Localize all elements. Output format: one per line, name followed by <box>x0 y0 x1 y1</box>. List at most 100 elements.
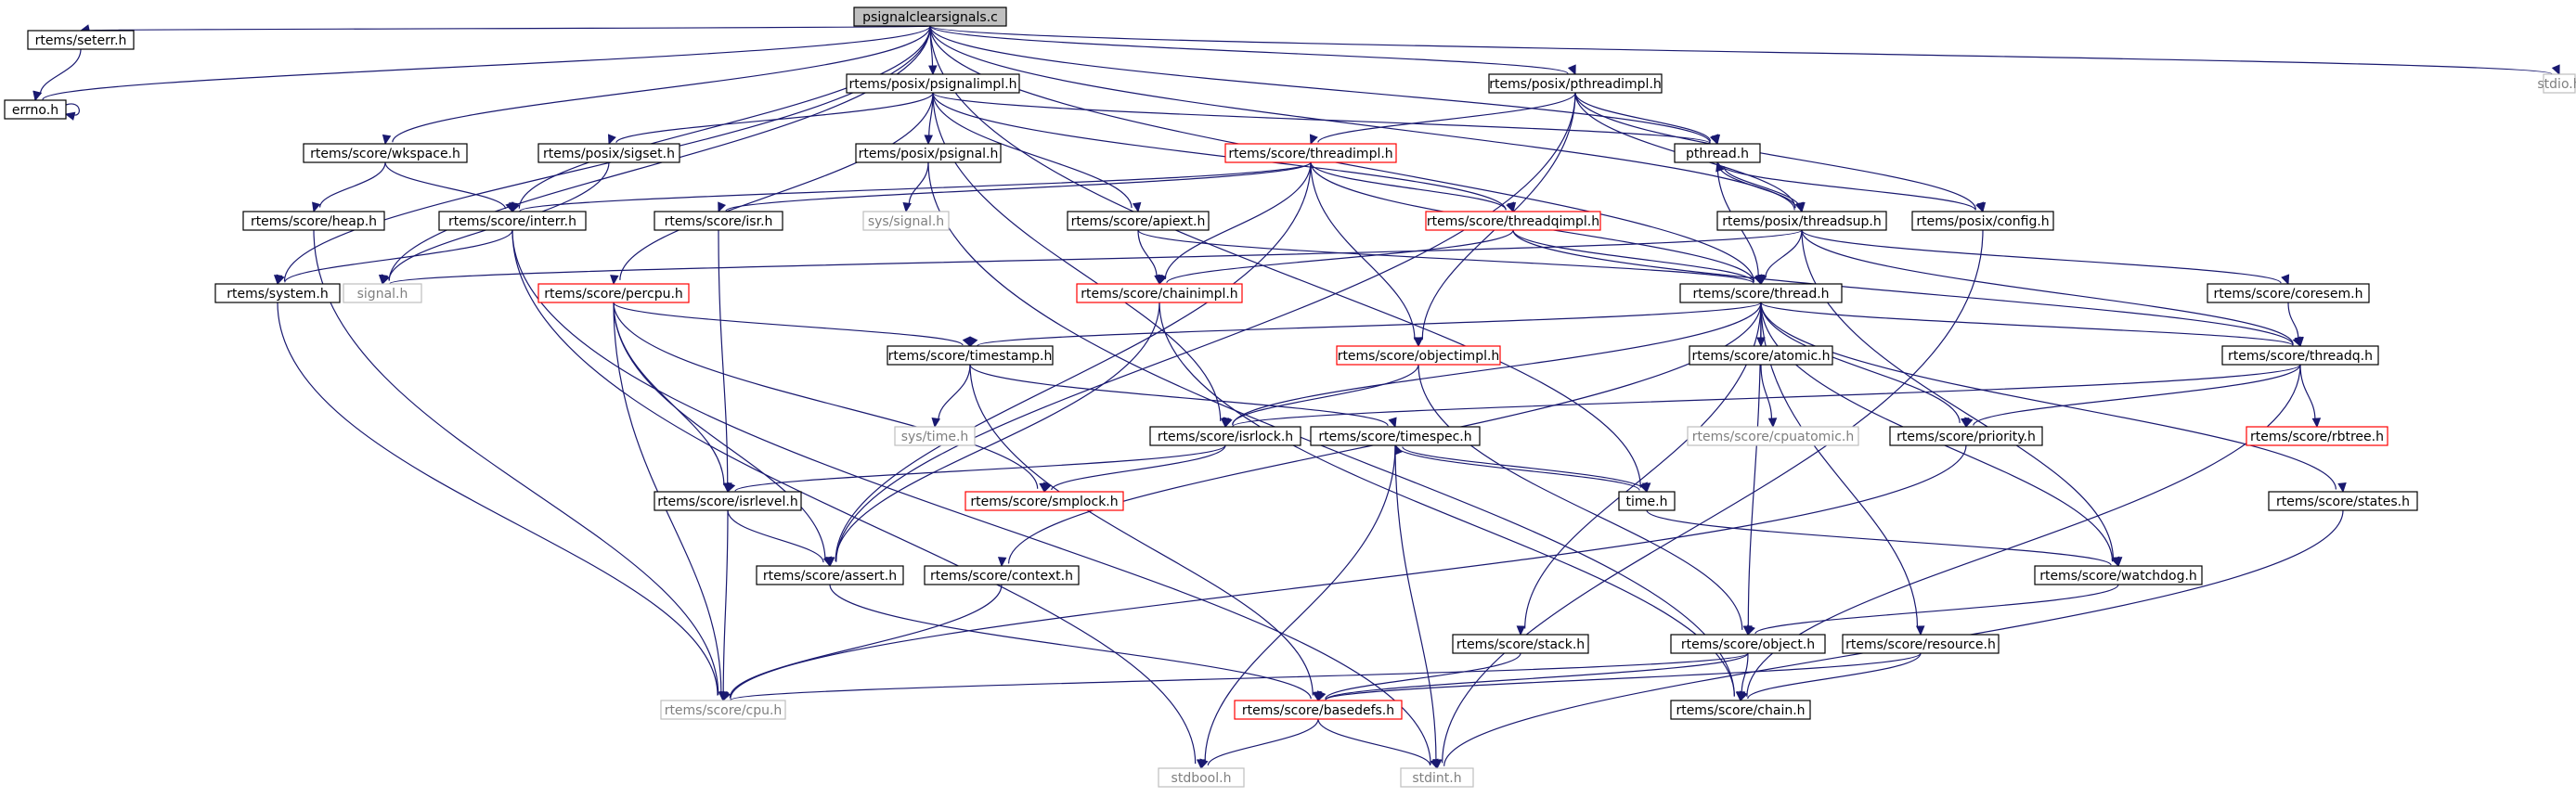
node-pthread[interactable]: pthread.h <box>1674 143 1761 163</box>
edge-priority-to-cpu <box>719 444 1967 702</box>
edge-line <box>722 509 729 694</box>
node-threadq[interactable]: rtems/score/threadq.h <box>2221 345 2379 366</box>
node-stdbool[interactable]: stdbool.h <box>1158 767 1245 788</box>
node-priority[interactable]: rtems/score/priority.h <box>1889 426 2043 446</box>
node-stdint[interactable]: stdint.h <box>1400 767 1474 788</box>
node-systime[interactable]: sys/time.h <box>894 426 976 446</box>
arrowhead <box>1430 758 1439 770</box>
node-psignal[interactable]: rtems/posix/psignal.h <box>855 143 1002 163</box>
node-sigset[interactable]: rtems/posix/sigset.h <box>537 143 680 163</box>
edge-line <box>613 302 1039 489</box>
node-errno[interactable]: errno.h <box>4 99 67 120</box>
node-config[interactable]: rtems/posix/config.h <box>1911 211 2054 231</box>
node-objectimpl[interactable]: rtems/score/objectimpl.h <box>1336 345 1501 366</box>
node-signal[interactable]: signal.h <box>343 283 422 303</box>
node-timestamp[interactable]: rtems/score/timestamp.h <box>887 345 1054 366</box>
edge-line <box>1760 302 2337 490</box>
node-box <box>654 491 802 511</box>
edge-line <box>1512 229 1754 283</box>
node-isrlock[interactable]: rtems/score/isrlock.h <box>1149 426 1301 446</box>
node-box <box>1889 426 2043 446</box>
edge-basedefs-to-stdint <box>1317 718 1439 770</box>
node-atomic[interactable]: rtems/score/atomic.h <box>1689 345 1833 366</box>
node-isrlevel[interactable]: rtems/score/isrlevel.h <box>654 491 802 511</box>
node-box <box>853 6 1007 27</box>
edge-line <box>313 229 719 695</box>
node-label: rtems/score/wkspace.h <box>310 147 460 161</box>
arrowhead <box>1964 417 1974 429</box>
node-isr[interactable]: rtems/score/isr.h <box>654 211 783 231</box>
node-percpu[interactable]: rtems/score/percpu.h <box>537 283 690 303</box>
node-chainimpl[interactable]: rtems/score/chainimpl.h <box>1076 283 1243 303</box>
node-label: rtems/score/threadqimpl.h <box>1427 214 1599 229</box>
node-pthreadimpl[interactable]: rtems/posix/pthreadimpl.h <box>1488 73 1663 94</box>
node-assert[interactable]: rtems/score/assert.h <box>756 565 904 585</box>
arrowhead <box>381 274 390 286</box>
node-root[interactable]: psignalclearsignals.c <box>853 6 1007 27</box>
node-stack[interactable]: rtems/score/stack.h <box>1452 634 1589 654</box>
edge-line <box>1317 92 1576 144</box>
edge-threadqimpl-to-chainimpl <box>1158 229 1514 286</box>
node-time[interactable]: time.h <box>1618 491 1676 511</box>
node-basedefs[interactable]: rtems/score/basedefs.h <box>1234 700 1403 720</box>
arrowhead <box>1132 201 1142 213</box>
node-apiext[interactable]: rtems/score/apiext.h <box>1067 211 1210 231</box>
edge-basedefs-to-stdbool <box>1199 718 1319 770</box>
edge-line <box>725 161 1312 212</box>
edge-line <box>835 302 1160 562</box>
arrowhead <box>931 417 940 429</box>
node-context[interactable]: rtems/score/context.h <box>924 565 1080 585</box>
edge-timestamp-to-basedefs <box>969 364 1323 702</box>
node-label: rtems/score/chainimpl.h <box>1081 287 1237 302</box>
node-stdio[interactable]: stdio.h <box>2537 73 2576 94</box>
node-coresem[interactable]: rtems/score/coresem.h <box>2207 283 2370 303</box>
node-label: rtems/posix/psignal.h <box>859 147 999 161</box>
node-box <box>1425 211 1601 231</box>
edge-threadimpl-to-objectimpl <box>1310 161 1423 348</box>
edge-line <box>929 25 1711 143</box>
edge-root-to-pthreadimpl <box>929 25 1576 76</box>
node-threadqimpl[interactable]: rtems/score/threadqimpl.h <box>1425 211 1601 231</box>
node-system[interactable]: rtems/system.h <box>214 283 341 303</box>
node-threadsup[interactable]: rtems/posix/threadsup.h <box>1716 211 1887 231</box>
node-label: rtems/score/heap.h <box>251 214 377 229</box>
node-syssignal[interactable]: sys/signal.h <box>862 211 950 231</box>
node-wkspace[interactable]: rtems/score/wkspace.h <box>303 143 468 163</box>
node-label: rtems/posix/threadsup.h <box>1722 214 1881 229</box>
edge-line <box>1325 652 1521 700</box>
node-cpuatomic[interactable]: rtems/score/cpuatomic.h <box>1687 426 1859 446</box>
node-label: rtems/score/basedefs.h <box>1242 703 1394 718</box>
node-heap[interactable]: rtems/score/heap.h <box>242 211 385 231</box>
edge-objectimpl-to-object <box>1417 364 1753 636</box>
node-smplock[interactable]: rtems/score/smplock.h <box>964 491 1124 511</box>
edge-line <box>1232 302 1762 426</box>
node-seterr[interactable]: rtems/seterr.h <box>27 30 135 50</box>
node-resource[interactable]: rtems/score/resource.h <box>1842 634 2000 654</box>
node-interr[interactable]: rtems/score/interr.h <box>438 211 587 231</box>
arrowhead <box>312 201 321 213</box>
node-timespec[interactable]: rtems/score/timespec.h <box>1310 426 1481 446</box>
arrowhead <box>924 135 934 146</box>
node-label: psignalclearsignals.c <box>862 10 998 25</box>
node-rbtree[interactable]: rtems/score/rbtree.h <box>2246 426 2388 446</box>
node-box <box>1679 283 1843 303</box>
node-chain[interactable]: rtems/score/chain.h <box>1670 700 1811 720</box>
node-label: rtems/score/priority.h <box>1896 430 2036 444</box>
edge-line <box>2287 302 2299 340</box>
edge-resource-to-chain <box>1740 652 1922 702</box>
node-label: rtems/system.h <box>227 287 328 302</box>
edge-line <box>511 229 1197 765</box>
node-object[interactable]: rtems/score/object.h <box>1670 634 1826 654</box>
node-threadimpl[interactable]: rtems/score/threadimpl.h <box>1224 143 1397 163</box>
edge-resource-to-basedefs <box>1317 652 1922 702</box>
edge-line <box>277 302 718 696</box>
node-psignalimpl[interactable]: rtems/posix/psignalimpl.h <box>846 73 1020 94</box>
node-cpu[interactable]: rtems/score/cpu.h <box>660 700 786 720</box>
edge-line <box>932 92 1711 145</box>
node-label: rtems/score/assert.h <box>763 569 897 584</box>
edge-line <box>1723 165 1803 212</box>
edge-line <box>613 302 725 486</box>
node-thread[interactable]: rtems/score/thread.h <box>1679 283 1843 303</box>
node-states[interactable]: rtems/score/states.h <box>2268 491 2418 511</box>
node-watchdog[interactable]: rtems/score/watchdog.h <box>2034 565 2203 585</box>
